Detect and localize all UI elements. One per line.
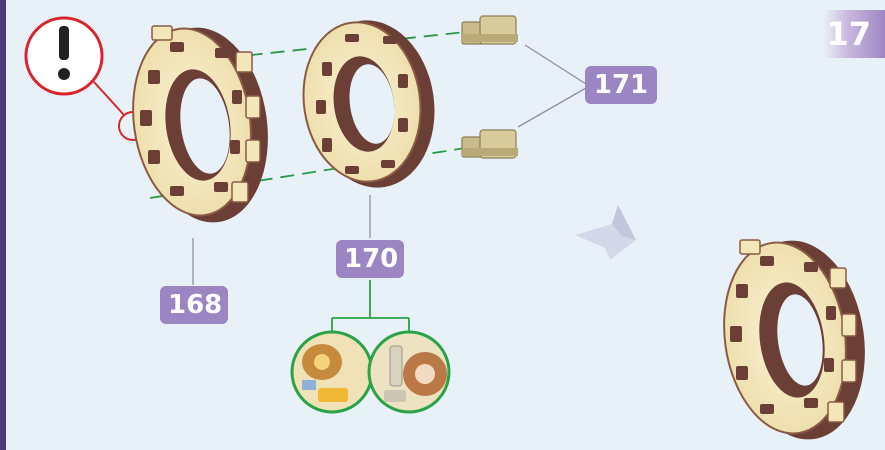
label-part-171: 171 bbox=[585, 66, 657, 104]
detail-bracket bbox=[332, 280, 409, 333]
ring-part-170 bbox=[293, 12, 445, 196]
label-part-170: 170 bbox=[336, 240, 404, 278]
ring-part-168 bbox=[121, 19, 280, 230]
arrow-icon bbox=[575, 205, 636, 260]
detail-view-left bbox=[292, 332, 372, 412]
assembled-ring bbox=[712, 232, 877, 448]
label-part-168: 168 bbox=[160, 286, 228, 324]
peg-part-171 bbox=[462, 16, 518, 158]
detail-view-right bbox=[369, 332, 449, 412]
warning-icon bbox=[26, 18, 147, 140]
